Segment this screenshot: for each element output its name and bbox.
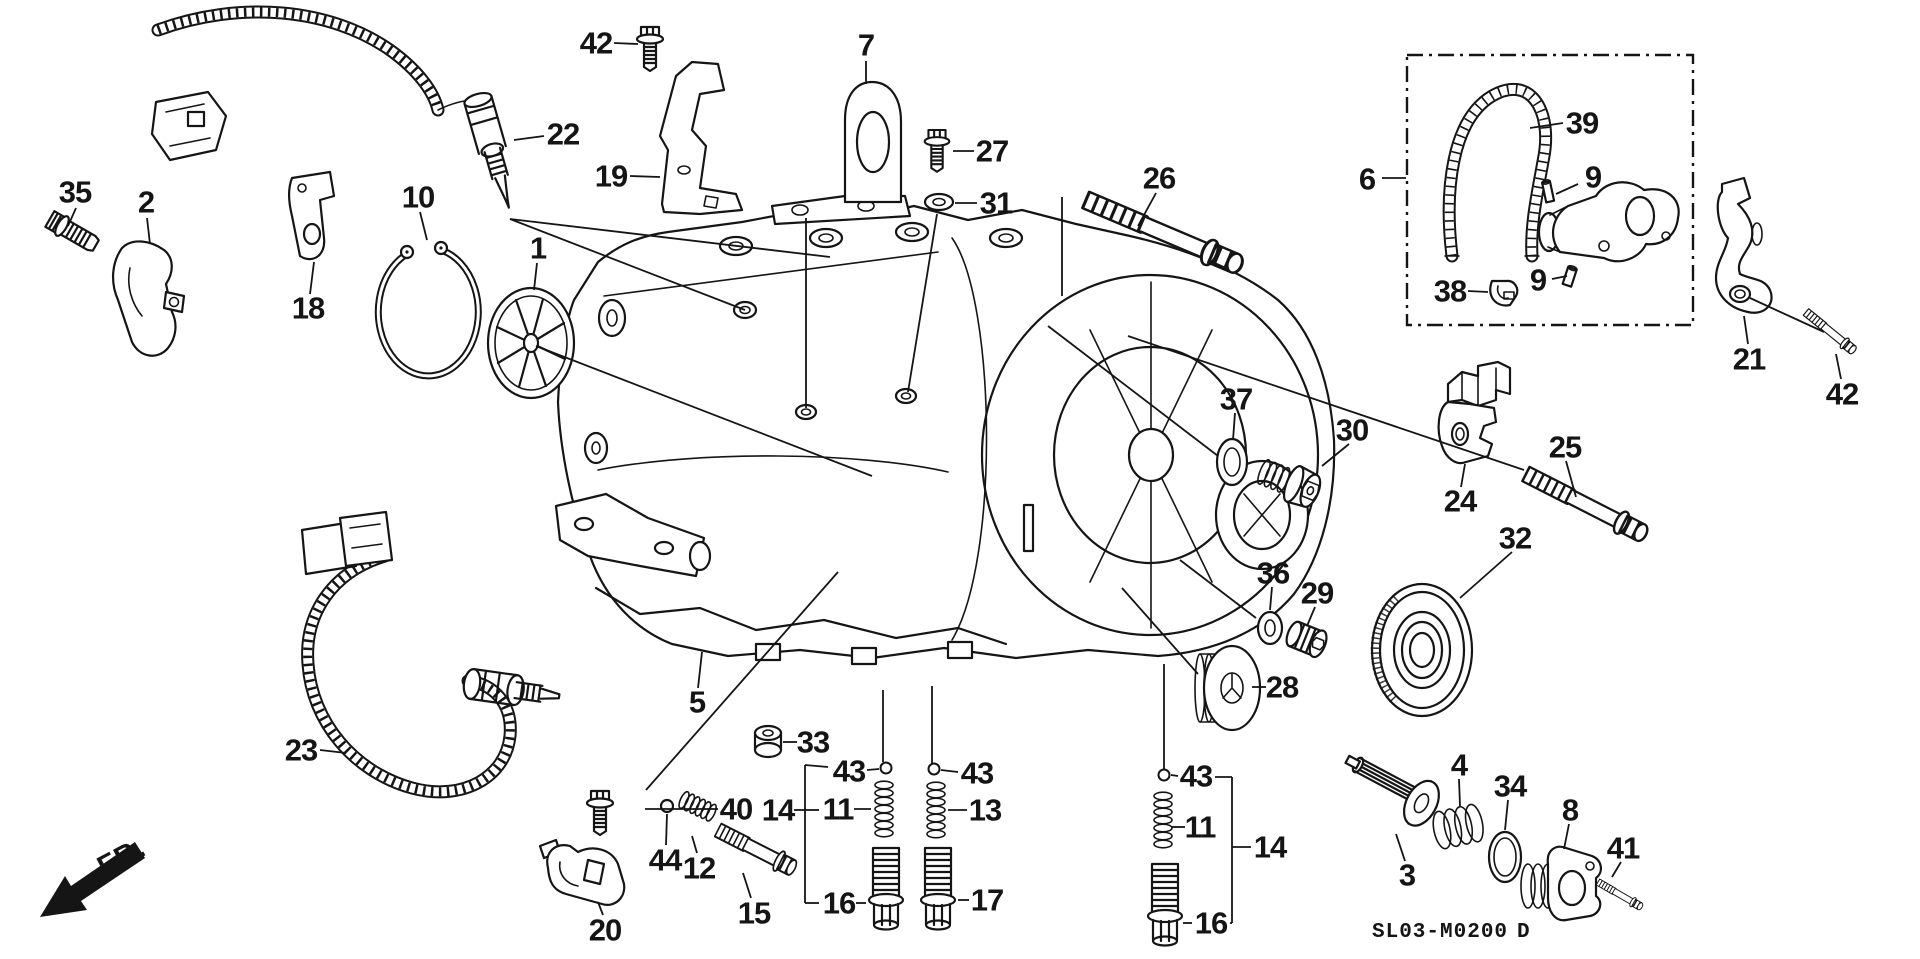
spring-4 [1432, 803, 1484, 850]
sensor-body-22 [463, 91, 510, 209]
bracket-24 [1437, 360, 1512, 465]
leader-lines [67, 42, 1842, 924]
bolt-40 [585, 789, 615, 837]
bolt-41 [1594, 877, 1645, 913]
bracket-21 [1714, 176, 1773, 314]
bolt-27 [923, 128, 951, 173]
detent-spring-11-right [1153, 791, 1173, 849]
diagram-code-main: SL03-M0200 [1372, 921, 1509, 944]
detent-bolt-16-left [867, 846, 905, 931]
bracket-7 [770, 80, 912, 226]
bolt-42-left [635, 25, 665, 73]
o-ring-34 [1487, 830, 1523, 884]
oil-plug-30 [1257, 459, 1322, 508]
steel-ball-44 [659, 798, 675, 814]
washer-37 [1215, 437, 1249, 487]
detent-bolt-16-right [1146, 862, 1184, 947]
bolt-35 [44, 210, 100, 252]
plug-bolt-29 [1285, 620, 1328, 659]
bracket-2 [112, 240, 186, 357]
tube-clip-38 [1489, 279, 1519, 307]
inset-box-6 [1405, 53, 1695, 327]
transmission-housing [554, 204, 1336, 666]
fr-arrow-icon [40, 842, 145, 917]
breather-clamp-plate [1537, 181, 1680, 263]
bracket-19 [658, 60, 744, 216]
detent-spring-11-left [874, 780, 894, 838]
diagram-code-suffix: D [1517, 921, 1531, 944]
breather-tube-39 [1442, 83, 1553, 263]
diagram-code: SL03-M0200 D [1372, 921, 1531, 944]
grommet-33 [753, 724, 783, 759]
spring-12 [678, 790, 717, 822]
joint-pin-9-lower [1561, 264, 1578, 288]
holder-8 [1520, 845, 1602, 922]
drain-plug-28 [1194, 644, 1262, 732]
bearing-32 [1370, 582, 1474, 718]
washer-31 [923, 192, 955, 212]
washer-36 [1256, 610, 1284, 646]
bolt-25 [1519, 462, 1653, 547]
bracket-18 [287, 170, 336, 261]
sensor-clamp-20 [538, 838, 626, 906]
bolt-15 [712, 819, 801, 880]
bolt-42-right [1801, 306, 1860, 357]
sensor-body-23 [462, 668, 561, 707]
detent-spring-13 [926, 781, 946, 839]
speed-sensor-cable-23 [300, 510, 561, 799]
snap-ring-10 [374, 240, 482, 380]
shaft-roller-3 [1344, 754, 1440, 827]
detent-bolt-17 [919, 846, 957, 931]
joint-pin-9-upper [1540, 179, 1556, 204]
magnet-wheel-1 [486, 286, 576, 400]
sensor-cable-assembly-22 [150, 5, 510, 209]
